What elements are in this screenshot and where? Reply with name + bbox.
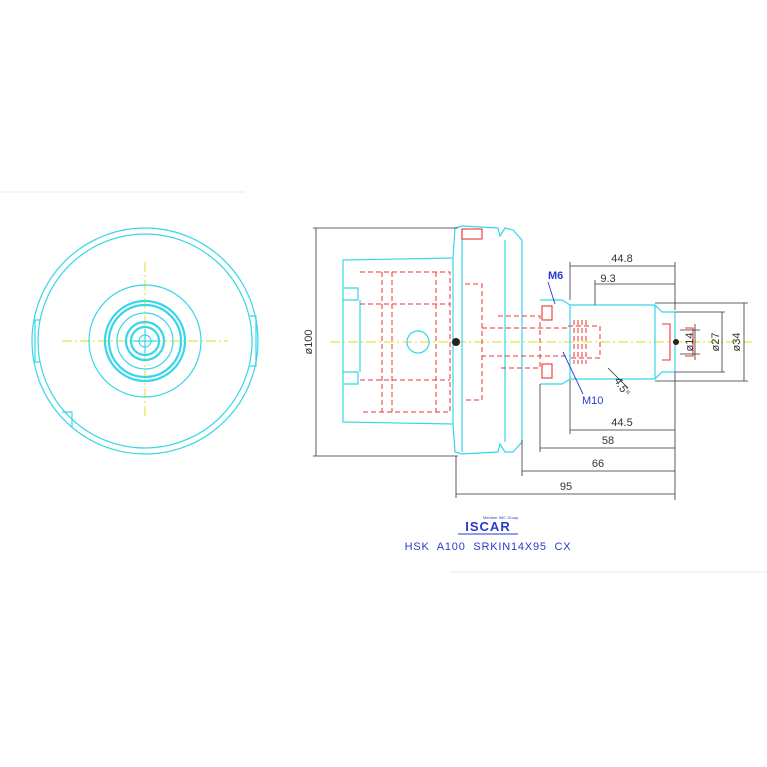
callouts: M6 M10	[547, 270, 603, 407]
end-view-right-key	[250, 315, 257, 367]
callout-m10: M10	[582, 395, 603, 407]
sheet-frame	[0, 191, 767, 573]
dim-length-66: 66	[592, 458, 604, 470]
dim-length-9-3: 9.3	[600, 273, 615, 285]
dim-length-44-5: 44.5	[611, 417, 632, 429]
dim-length-44-8: 44.8	[611, 253, 632, 265]
hsk-shank-outline	[342, 225, 523, 455]
dim-dia-14: ø14	[684, 333, 696, 352]
end-view-outer-circle	[31, 227, 259, 455]
end-view	[31, 227, 259, 455]
logo-tagline: Member IMC Group	[483, 515, 519, 520]
callout-m6: M6	[548, 270, 563, 282]
dim-dia-34: ø34	[731, 333, 743, 352]
logo-brand: ISCAR	[465, 519, 510, 534]
dim-length-58: 58	[602, 435, 614, 447]
dim-dia-27: ø27	[710, 333, 722, 352]
dim-dia-100: ø100	[303, 329, 315, 354]
dim-length-95: 95	[560, 481, 572, 493]
brand-logo: Member IMC Group ISCAR	[458, 515, 519, 535]
side-view	[330, 225, 752, 455]
end-view-left-key	[34, 319, 40, 363]
drawing-title: HSK A100 SRKIN14X95 CX	[405, 541, 572, 553]
dimensions: ø100 44.8 9.3 ø14 ø27 ø34 44.5	[303, 227, 748, 500]
